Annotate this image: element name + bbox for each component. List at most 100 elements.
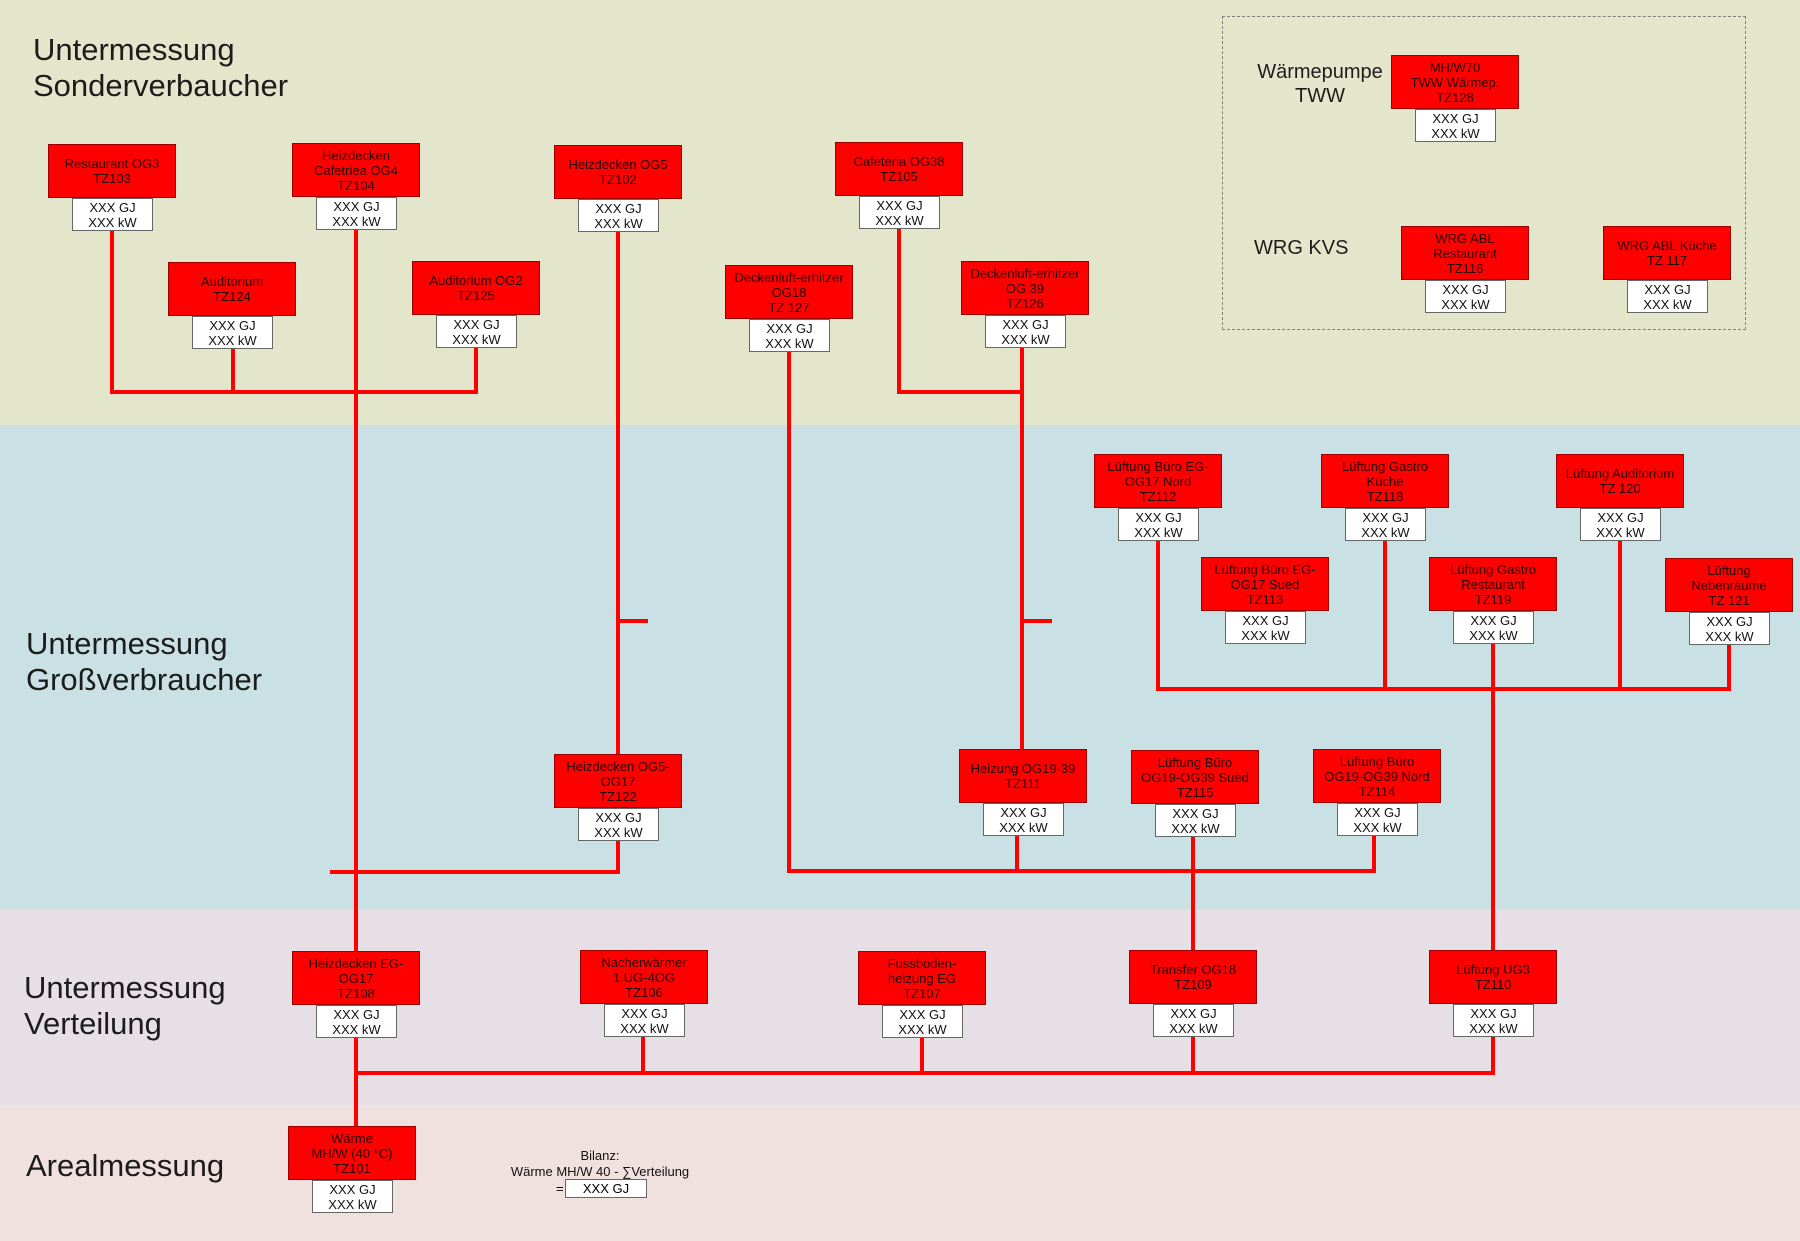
bilanz-label: Bilanz: Wärme MH/W 40 - ∑Verteilung — [510, 1148, 690, 1179]
meter-gj: XXX GJ — [329, 1182, 376, 1197]
meter-label: Lüftung Büro OG19-OG39 Nord TZ114 — [1313, 749, 1441, 803]
meter-label: Nacherwärmer 1.UG-4OG TZ106 — [580, 950, 708, 1004]
meter-label: Heizdecken Cafetriea OG4 TZ104 — [292, 143, 420, 197]
legend-label-waermepumpe: Wärmepumpe TWW — [1257, 61, 1383, 107]
meter-kw: XXX kW — [1596, 525, 1645, 540]
meter-kw: XXX kW — [88, 215, 137, 230]
meter-gj: XXX GJ — [1135, 510, 1182, 525]
meter-label: Wärme MH/W (40 °C) TZ101 — [288, 1126, 416, 1180]
meter-gj: XXX GJ — [453, 317, 500, 332]
meter-kw: XXX kW — [1469, 628, 1518, 643]
meter-gj: XXX GJ — [1000, 805, 1047, 820]
meter-kw: XXX kW — [332, 1022, 381, 1037]
meter-label: Transfer OG18 TZ109 — [1129, 950, 1257, 1004]
meter-label: WRG ABL Küche TZ 117 — [1603, 226, 1731, 280]
meter-kw: XXX kW — [1169, 1021, 1218, 1036]
meter-kw: XXX kW — [898, 1022, 947, 1037]
meter-gj: XXX GJ — [209, 318, 256, 333]
meter-kw: XXX kW — [452, 332, 501, 347]
meter-kw: XXX kW — [1431, 126, 1480, 141]
band-title-sonderverbraucher: Untermessung Sonderverbaucher — [33, 32, 289, 103]
meter-gj: XXX GJ — [1432, 111, 1479, 126]
meter-kw: XXX kW — [1643, 297, 1692, 312]
band-title-grossverbraucher: Untermessung Großverbraucher — [26, 626, 263, 697]
meter-label: Cafeteria OG38 TZ105 — [835, 142, 963, 196]
meter-gj: XXX GJ — [1442, 282, 1489, 297]
meter-label: Deckenluft-erhitzer OG 39 TZ126 — [961, 261, 1089, 315]
meter-gj: XXX GJ — [766, 321, 813, 336]
meter-gj: XXX GJ — [899, 1007, 946, 1022]
meter-kw: XXX kW — [1241, 628, 1290, 643]
meter-label: Heizdecken OG5 TZ102 — [554, 145, 682, 199]
meter-label: Lüftung Nebenräume TZ 121 — [1665, 558, 1793, 612]
meter-kw: XXX kW — [765, 336, 814, 351]
meter-kw: XXX kW — [1001, 332, 1050, 347]
meter-kw: XXX kW — [875, 213, 924, 228]
meter-gj: XXX GJ — [1706, 614, 1753, 629]
meter-label: Lüftung Auditorium TZ 120 — [1556, 454, 1684, 508]
meter-label: Deckenluft-erhitzer OG18 TZ 127 — [725, 265, 853, 319]
meter-label: Heizdecken EG- OG17 TZ108 — [292, 951, 420, 1005]
meter-gj: XXX GJ — [595, 201, 642, 216]
meter-kw: XXX kW — [208, 333, 257, 348]
meter-gj: XXX GJ — [1354, 805, 1401, 820]
meter-kw: XXX kW — [594, 825, 643, 840]
meter-gj: XXX GJ — [1172, 806, 1219, 821]
meter-gj: XXX GJ — [1470, 1006, 1517, 1021]
meter-kw: XXX kW — [1469, 1021, 1518, 1036]
meter-label: WRG ABL Restaurant TZ116 — [1401, 226, 1529, 280]
meter-gj: XXX GJ — [1597, 510, 1644, 525]
meter-gj: XXX GJ — [1242, 613, 1289, 628]
meter-kw: XXX kW — [620, 1021, 669, 1036]
meter-label: MH/W70 TWW Wärmep. TZ128 — [1391, 55, 1519, 109]
band-title-arealmessung: Arealmessung — [26, 1148, 225, 1183]
meter-label: Lüftung Gastro Restaurant TZ119 — [1429, 557, 1557, 611]
meter-gj: XXX GJ — [1644, 282, 1691, 297]
meter-label: Lüftung Büro EG- OG17 Sued TZ113 — [1201, 557, 1329, 611]
legend-box — [1222, 16, 1746, 330]
meter-kw: XXX kW — [1134, 525, 1183, 540]
meter-kw: XXX kW — [594, 216, 643, 231]
meter-kw: XXX kW — [999, 820, 1048, 835]
meter-gj: XXX GJ — [876, 198, 923, 213]
meter-kw: XXX kW — [1705, 629, 1754, 644]
meter-label: Lüftung Gastro Küche TZ118 — [1321, 454, 1449, 508]
meter-gj: XXX GJ — [1470, 613, 1517, 628]
bilanz-equals: = — [556, 1181, 564, 1196]
meter-gj: XXX GJ — [333, 199, 380, 214]
meter-kw: XXX kW — [328, 1197, 377, 1212]
meter-gj: XXX GJ — [1002, 317, 1049, 332]
meter-kw: XXX kW — [332, 214, 381, 229]
meter-gj: XXX GJ — [89, 200, 136, 215]
meter-gj: XXX GJ — [333, 1007, 380, 1022]
band-grossverbraucher — [0, 425, 1800, 910]
meter-label: Lüftung Büro EG- OG17 Nord TZ112 — [1094, 454, 1222, 508]
meter-gj: XXX GJ — [621, 1006, 668, 1021]
meter-label: Lüftung UG3 TZ110 — [1429, 950, 1557, 1004]
meter-label: Auditorium OG2 TZ125 — [412, 261, 540, 315]
meter-kw: XXX kW — [1361, 525, 1410, 540]
